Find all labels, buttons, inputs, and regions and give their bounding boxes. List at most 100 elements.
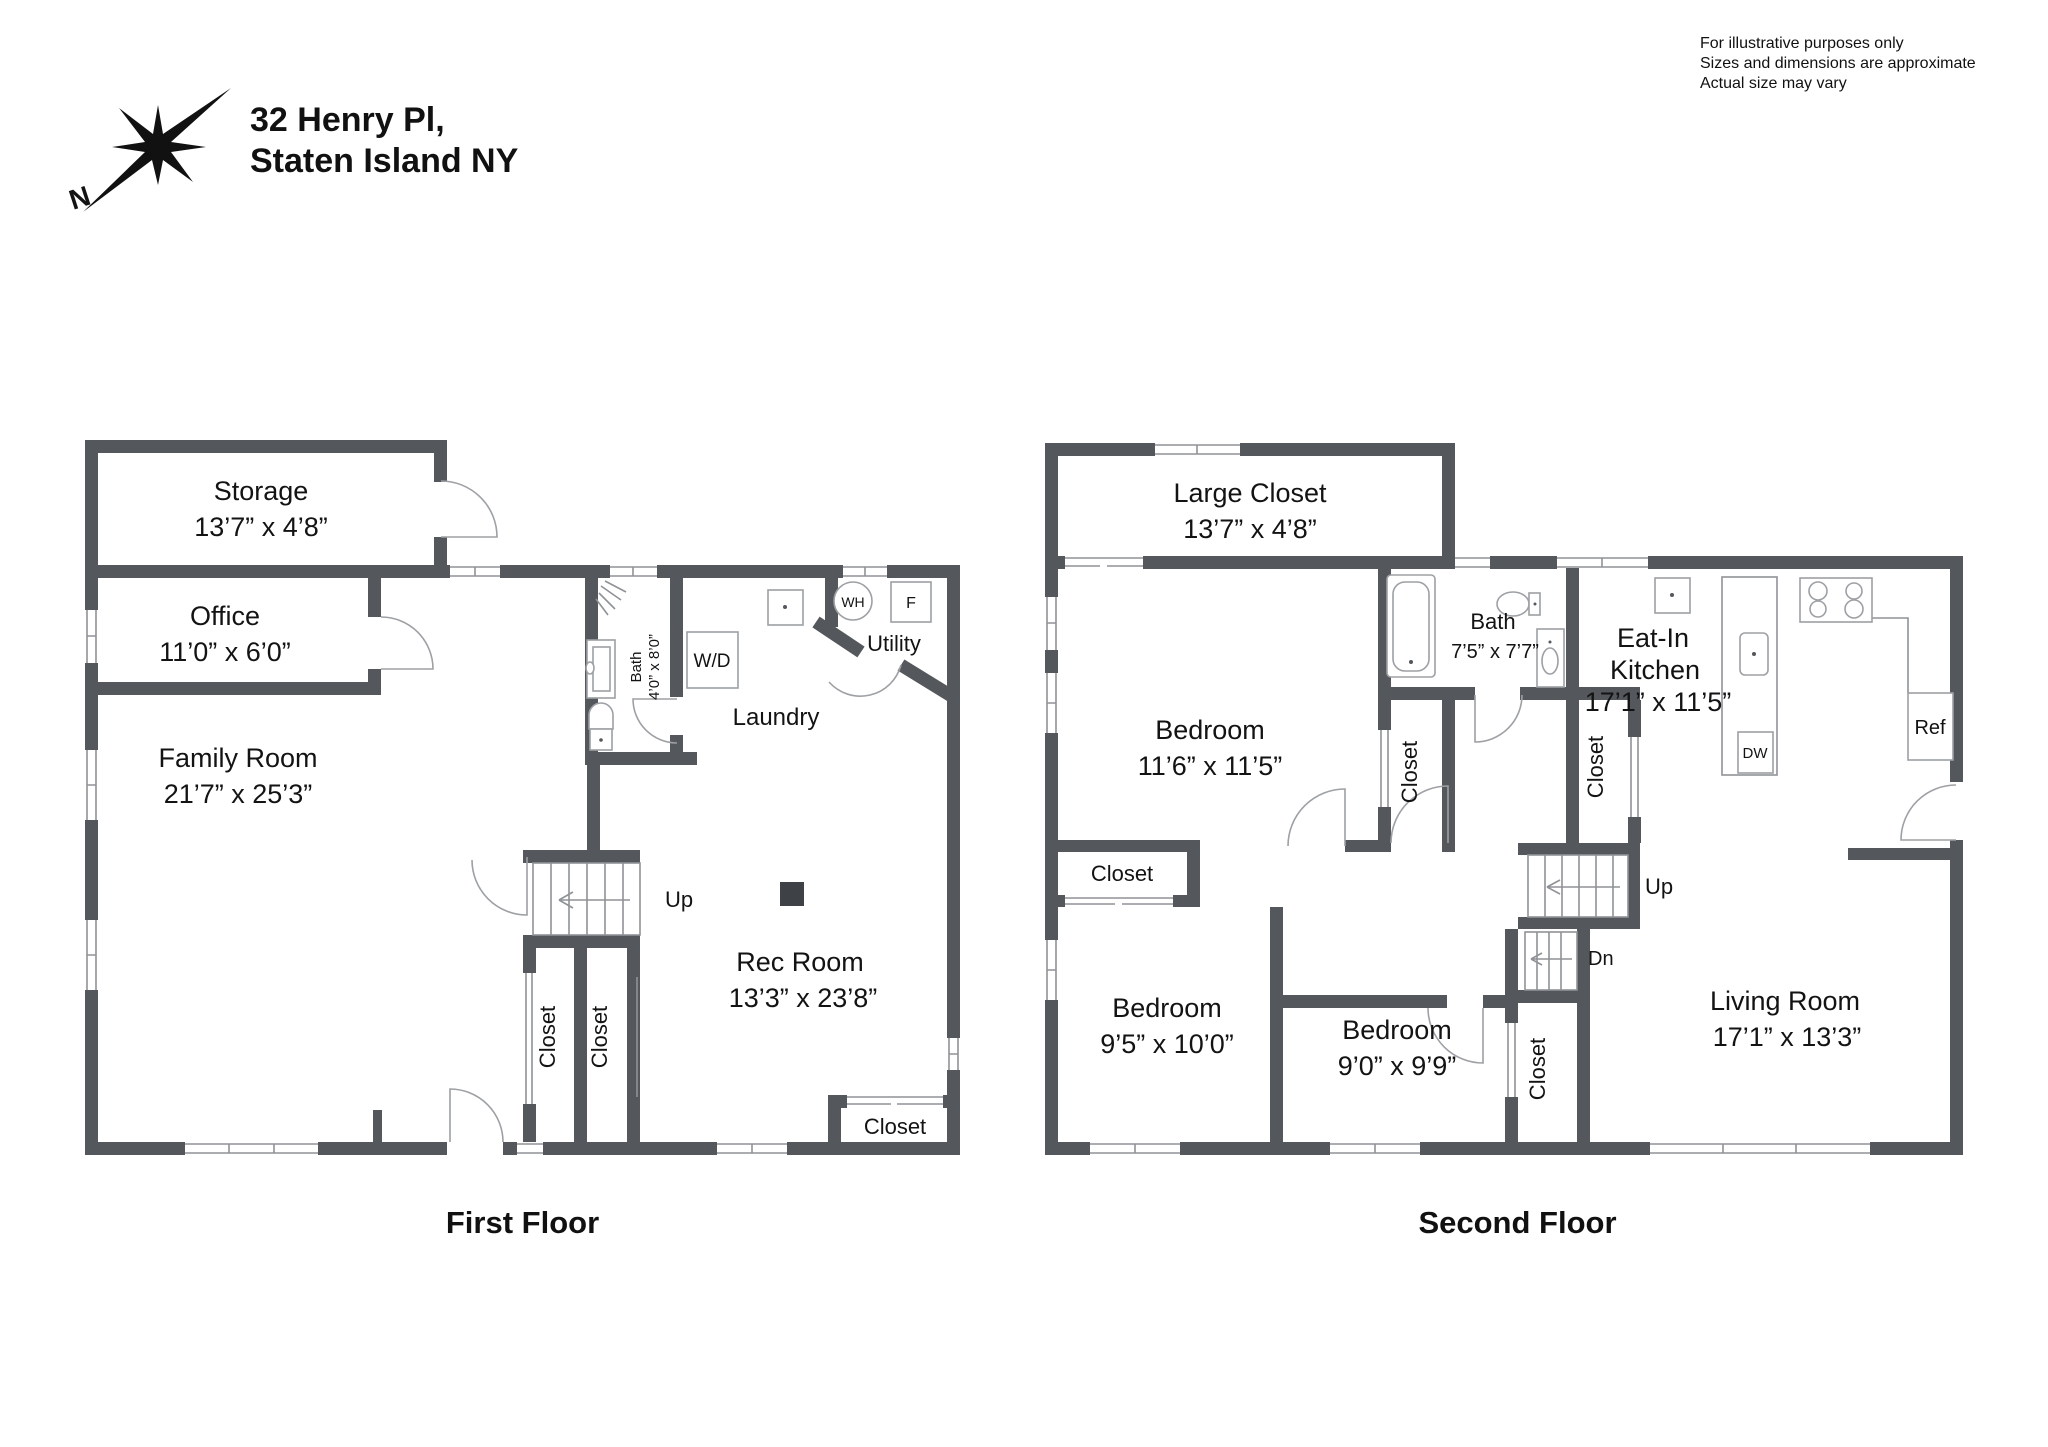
bath-door-arc (632, 698, 678, 744)
bathtub-icon (1386, 574, 1436, 678)
bedroom3-dims: 9’0” x 9’9” (1338, 1051, 1457, 1081)
kitchen-label-1: Eat-In (1617, 623, 1689, 653)
closet-h-door (1065, 897, 1173, 905)
stove-icon (1799, 577, 1873, 623)
closet-s-label: Closet (1525, 1038, 1550, 1100)
office-dims: 11’0” x 6’0” (159, 637, 291, 667)
bath-label: Bath (628, 652, 645, 683)
office-door-arc (380, 616, 434, 670)
washer-dryer (686, 631, 739, 689)
disclaimer-line2: Sizes and dimensions are approximate (1700, 55, 1976, 72)
second-floor-plan: Large Closet 13’7” x 4’8” Bedroom 11’6” … (1045, 443, 1963, 1155)
wh-label: WH (841, 594, 864, 610)
disclaimer-line1: For illustrative purposes only (1700, 35, 1904, 52)
family-room-dims: 21’7” x 25’3” (164, 779, 313, 809)
dishwasher (1737, 731, 1774, 774)
kitchen-sink-icon (1654, 577, 1691, 614)
kitchen-exterior-door-arc (1900, 784, 1957, 841)
bedroom1-dims: 11’6” x 11’5” (1138, 751, 1283, 781)
entry-door-arc (449, 1088, 504, 1143)
closet-label-1: Closet (535, 1006, 560, 1068)
utility-label: Utility (867, 631, 921, 656)
kitchen-counter (1721, 576, 1909, 776)
doors-first-floor (380, 480, 943, 1143)
closet-s-door (1507, 1023, 1516, 1097)
toilet2-icon (1496, 591, 1541, 617)
large-closet-dims: 13’7” x 4’8” (1183, 514, 1317, 544)
stairs-second-floor (1524, 854, 1629, 991)
bedroom1-door-arc (1287, 788, 1346, 847)
rec-room-label: Rec Room (736, 947, 864, 977)
kitchen-label-2: Kitchen (1610, 655, 1700, 685)
compass-rose-icon: N (65, 88, 231, 216)
f-label: F (906, 595, 916, 612)
bedroom2-dims: 9’5” x 10’0” (1100, 1029, 1234, 1059)
walls-second-floor (1045, 443, 1963, 1155)
family-room-label: Family Room (158, 743, 317, 773)
closet-e-door (1630, 737, 1639, 817)
stair-hall-door-arc (471, 857, 528, 916)
first-floor-title: First Floor (445, 1205, 600, 1240)
closet-label-3: Closet (864, 1114, 926, 1139)
doors-second-floor (1065, 557, 1957, 1097)
large-closet-label: Large Closet (1173, 478, 1327, 508)
dw-label: DW (1743, 745, 1769, 762)
bath2-door-arc (1474, 694, 1523, 743)
storage-door-arc (440, 480, 498, 538)
refrigerator (1907, 692, 1954, 761)
disclaimer-line3: Actual size may vary (1700, 75, 1847, 92)
closet-door-left (525, 973, 533, 1104)
toilet-icon (588, 702, 614, 751)
fixtures-first-floor (585, 580, 932, 906)
bath2-label: Bath (1470, 609, 1515, 634)
laundry-sink-icon (767, 589, 804, 626)
storage-label: Storage (214, 476, 309, 506)
windows-first-floor (86, 566, 959, 1154)
laundry-label: Laundry (733, 704, 820, 731)
office-label: Office (190, 601, 260, 631)
bedroom1-closet-door (1380, 730, 1389, 807)
utility-door-arc (828, 664, 902, 697)
water-heater-icon (833, 581, 873, 621)
large-closet-door (1065, 557, 1143, 567)
rec-closet-door (847, 1096, 943, 1105)
bath2-dims: 7’5” x 7’7” (1451, 641, 1539, 663)
dn-label: Dn (1588, 948, 1614, 970)
ref-label: Ref (1914, 717, 1946, 739)
room-labels-first-floor: Storage 13’7” x 4’8” Office 11’0” x 6’0”… (158, 476, 926, 1139)
room-labels-second-floor: Large Closet 13’7” x 4’8” Bedroom 11’6” … (1091, 478, 1946, 1100)
bath-dims: 4’0” x 8’0” (646, 634, 663, 700)
living-room-dims: 17’1” x 13’3” (1713, 1022, 1862, 1052)
bath-vanity2-icon (1536, 628, 1565, 688)
stairs-up-first (532, 862, 641, 936)
second-floor-title: Second Floor (1418, 1205, 1617, 1240)
furnace-icon (890, 581, 932, 623)
closet-e-label: Closet (1583, 736, 1608, 798)
up-label: Up (665, 887, 693, 912)
kitchen-dims: 17’1” x 11’5” (1585, 687, 1732, 717)
bedroom1-label: Bedroom (1155, 715, 1265, 745)
fixtures-second-floor (1386, 574, 1954, 776)
closet-h-label: Closet (1091, 861, 1153, 886)
shower-icon (595, 580, 627, 616)
address-line2: Staten Island NY (250, 142, 519, 180)
wd-label: W/D (694, 651, 731, 672)
hall-door-arc (1390, 785, 1449, 844)
closet-v-label: Closet (1397, 741, 1422, 803)
up2-label: Up (1645, 874, 1673, 899)
bedroom2-label: Bedroom (1112, 993, 1222, 1023)
first-floor-plan: Storage 13’7” x 4’8” Office 11’0” x 6’0”… (85, 440, 960, 1155)
living-room-label: Living Room (1710, 986, 1860, 1016)
column-post (780, 882, 804, 906)
stairs-down (1524, 931, 1578, 991)
bedroom3-door-arc (1427, 1007, 1484, 1064)
closet-label-2: Closet (587, 1006, 612, 1068)
bedroom3-label: Bedroom (1342, 1015, 1452, 1045)
walls-first-floor (85, 440, 960, 1155)
address: 32 Henry Pl, Staten Island NY (250, 100, 518, 182)
stairs-up-second (1527, 854, 1629, 918)
bathroom-vanity-icon (585, 639, 616, 699)
storage-dims: 13’7” x 4’8” (194, 512, 328, 542)
rec-room-dims: 13’3” x 23’8” (729, 983, 878, 1013)
address-line1: 32 Henry Pl, (250, 101, 445, 139)
